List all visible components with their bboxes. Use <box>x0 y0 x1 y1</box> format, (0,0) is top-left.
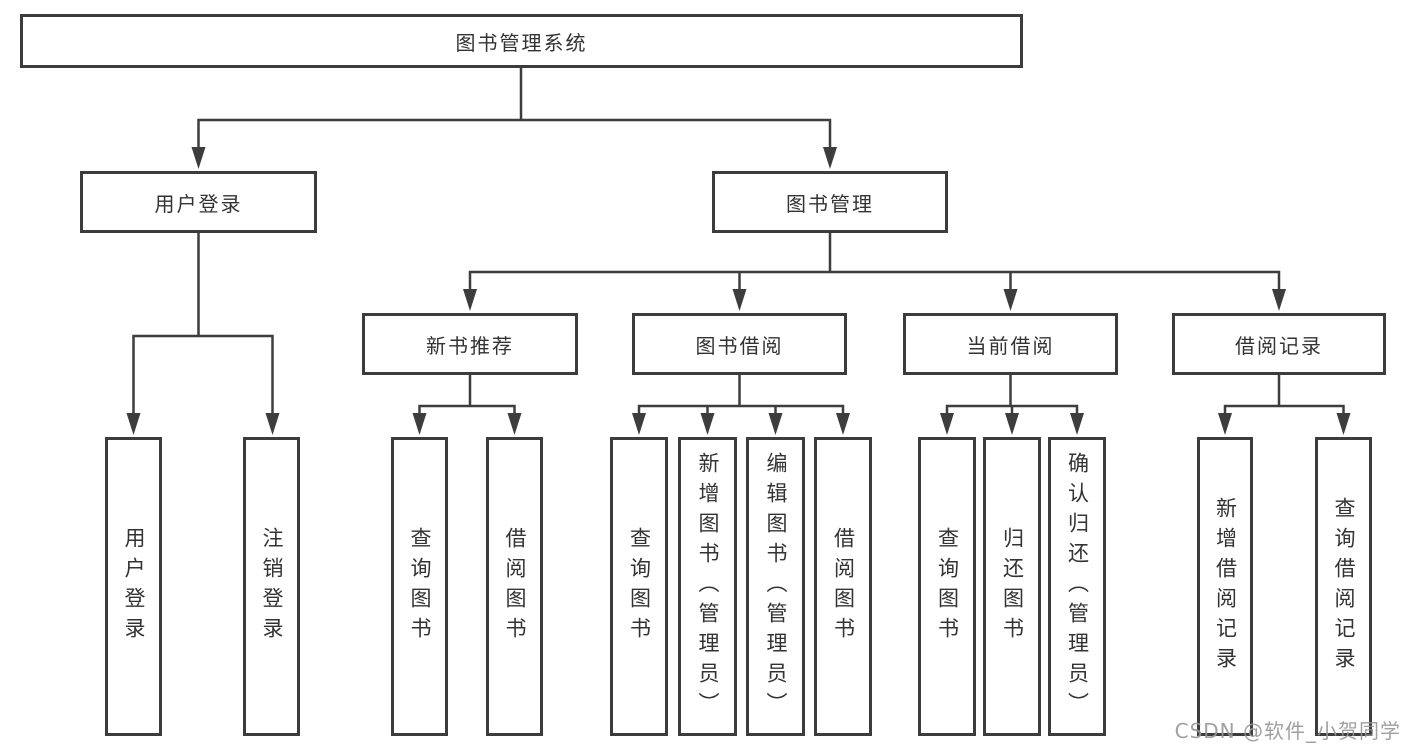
node-user-login: 用户登录 <box>80 171 317 233</box>
leaf-borrow-borrow-books-label: 借阅图书 <box>831 526 856 647</box>
leaf-logout-login: 注销登录 <box>243 437 300 736</box>
node-new-book-recommend: 新书推荐 <box>362 313 578 375</box>
connector-borrow-records-to-leaves <box>1218 375 1351 435</box>
leaf-current-confirm-return-admin-label: 确认归还（管理员） <box>1065 451 1090 722</box>
node-root-label: 图书管理系统 <box>455 30 588 55</box>
leaf-records-query-borrow-record-label: 查询借阅记录 <box>1332 496 1356 677</box>
leaf-borrow-edit-books-admin: 编辑图书（管理员） <box>746 437 805 736</box>
leaf-records-query-borrow-record: 查询借阅记录 <box>1315 437 1372 736</box>
leaf-borrow-add-books-admin: 新增图书（管理员） <box>678 437 737 736</box>
node-book-borrow-label: 图书借阅 <box>695 333 784 358</box>
node-book-borrow: 图书借阅 <box>632 313 847 375</box>
connector-new-book-recommend-to-leaves <box>412 375 522 435</box>
leaf-borrow-add-books-admin-label: 新增图书（管理员） <box>696 451 720 722</box>
leaf-borrow-query-books: 查询图书 <box>610 437 668 736</box>
csdn-watermark: CSDN @软件_小贺同学 <box>1174 719 1401 743</box>
leaf-user-login-label: 用户登录 <box>122 526 146 647</box>
leaf-current-return-books: 归还图书 <box>983 437 1041 736</box>
node-root: 图书管理系统 <box>20 14 1023 68</box>
leaf-borrow-borrow-books: 借阅图书 <box>814 437 872 736</box>
leaf-current-return-books-label: 归还图书 <box>1000 526 1025 647</box>
node-book-management-label: 图书管理 <box>786 191 874 216</box>
leaf-user-login: 用户登录 <box>105 437 162 736</box>
leaf-records-add-borrow-record-label: 新增借阅记录 <box>1213 496 1238 677</box>
connector-user-login-to-leaves <box>126 233 280 435</box>
connector-root-to-level2 <box>191 68 837 169</box>
node-borrow-records: 借阅记录 <box>1172 313 1386 375</box>
leaf-recommend-query-books: 查询图书 <box>391 437 448 736</box>
leaf-current-query-books: 查询图书 <box>918 437 976 736</box>
leaf-borrow-edit-books-admin-label: 编辑图书（管理员） <box>764 451 788 722</box>
connector-current-borrow-to-leaves <box>940 375 1084 435</box>
leaf-logout-login-label: 注销登录 <box>260 526 284 647</box>
node-current-borrow: 当前借阅 <box>903 313 1118 375</box>
leaf-borrow-query-books-label: 查询图书 <box>627 526 652 647</box>
node-current-borrow-label: 当前借阅 <box>966 333 1055 358</box>
leaf-current-confirm-return-admin: 确认归还（管理员） <box>1048 437 1106 736</box>
connector-book-management-to-level3 <box>463 233 1286 311</box>
node-new-book-recommend-label: 新书推荐 <box>426 333 514 358</box>
leaf-recommend-query-books-label: 查询图书 <box>408 526 432 647</box>
leaf-recommend-borrow-books-label: 借阅图书 <box>503 526 527 647</box>
leaf-records-add-borrow-record: 新增借阅记录 <box>1197 437 1253 736</box>
node-borrow-records-label: 借阅记录 <box>1235 333 1323 358</box>
node-user-login-label: 用户登录 <box>154 191 243 216</box>
leaf-current-query-books-label: 查询图书 <box>935 526 960 647</box>
node-book-management: 图书管理 <box>712 171 948 233</box>
leaf-recommend-borrow-books: 借阅图书 <box>486 437 543 736</box>
connector-book-borrow-to-leaves <box>632 375 850 435</box>
